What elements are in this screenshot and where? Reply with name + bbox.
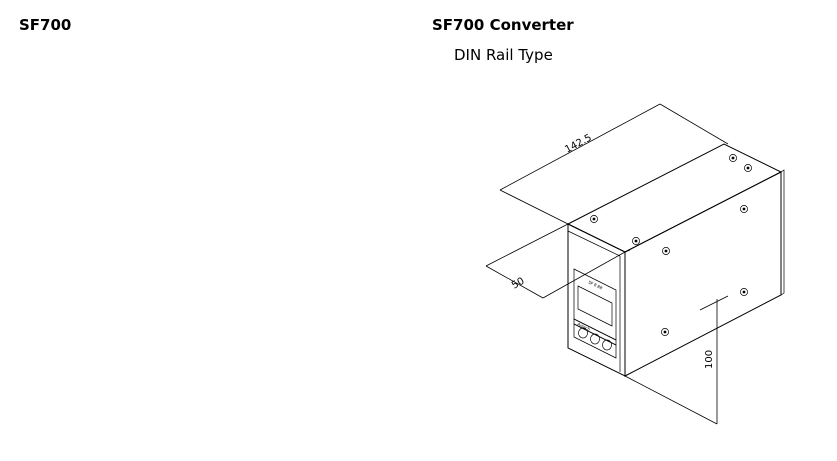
screw-side-2	[740, 205, 748, 213]
screw-side-3	[661, 328, 669, 336]
bezel-edge	[567, 230, 621, 257]
depth-dimension-label: 142.5	[563, 132, 593, 155]
model-label: SF700	[19, 16, 72, 34]
page-title: SF700 Converter	[432, 16, 574, 34]
screw-top-front	[590, 215, 598, 223]
depth-dimension-line	[499, 103, 661, 191]
converter-body	[566, 143, 785, 377]
screw-side-4	[740, 288, 748, 296]
display-label: SF 8 88	[588, 279, 604, 290]
height-extension-bottom	[624, 375, 718, 425]
width-dimension-line	[485, 265, 544, 299]
back-edge	[780, 169, 785, 296]
height-dimension-label: 100	[704, 350, 715, 369]
dimension-depth: 142.5	[499, 103, 729, 225]
button-bar	[573, 323, 617, 359]
brand-label: Astech	[577, 321, 592, 332]
dimension-height: 100	[624, 295, 729, 425]
screw-top-back	[729, 154, 737, 162]
screws	[590, 154, 752, 336]
screw-top-back-right	[744, 164, 752, 172]
front-face	[567, 223, 626, 377]
side-face	[624, 171, 782, 377]
front-button-3	[602, 339, 612, 351]
front-button-2	[590, 333, 600, 345]
depth-extension-back	[659, 103, 729, 145]
front-button-1	[578, 327, 588, 339]
width-extension-front	[542, 251, 626, 299]
width-extension-back	[485, 223, 569, 267]
depth-extension-front	[499, 189, 569, 225]
screw-top-front-right	[632, 237, 640, 245]
front-panel: SF 8 88 Astech	[573, 268, 617, 359]
height-extension-top	[699, 295, 729, 311]
bezel-corner	[624, 249, 631, 253]
page-subtitle: DIN Rail Type	[454, 46, 553, 64]
width-dimension-label: 50	[510, 276, 527, 292]
display-window	[577, 285, 613, 327]
screw-side-1	[662, 247, 670, 255]
dimension-width: 50	[485, 223, 626, 299]
top-face	[566, 143, 783, 253]
